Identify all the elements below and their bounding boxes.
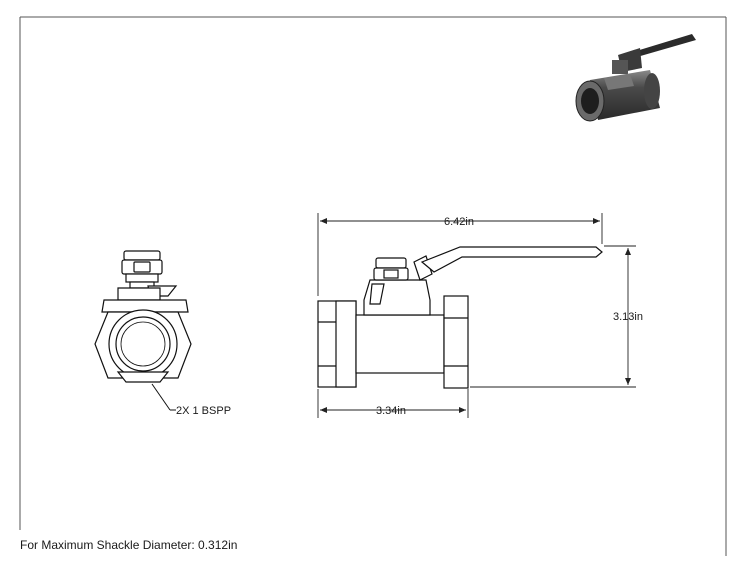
overall-height-label: 3.13in <box>613 311 643 323</box>
port-callout-label: 2X 1 BSPP <box>176 405 231 417</box>
overall-length-label: 6.42in <box>444 216 474 228</box>
front-view-ball-valve-icon <box>94 250 192 383</box>
body-length-label: 3.34in <box>376 405 406 417</box>
dimension-overall-length <box>317 213 603 296</box>
side-view-ball-valve-icon <box>317 246 603 389</box>
footer-note: For Maximum Shackle Diameter: 0.312in <box>20 538 238 552</box>
iso-view-ball-valve-icon <box>575 34 696 122</box>
sheet-border <box>19 16 727 556</box>
port-callout-leader <box>151 383 176 411</box>
dimension-body-length <box>317 389 469 418</box>
dimension-overall-height <box>470 245 636 388</box>
